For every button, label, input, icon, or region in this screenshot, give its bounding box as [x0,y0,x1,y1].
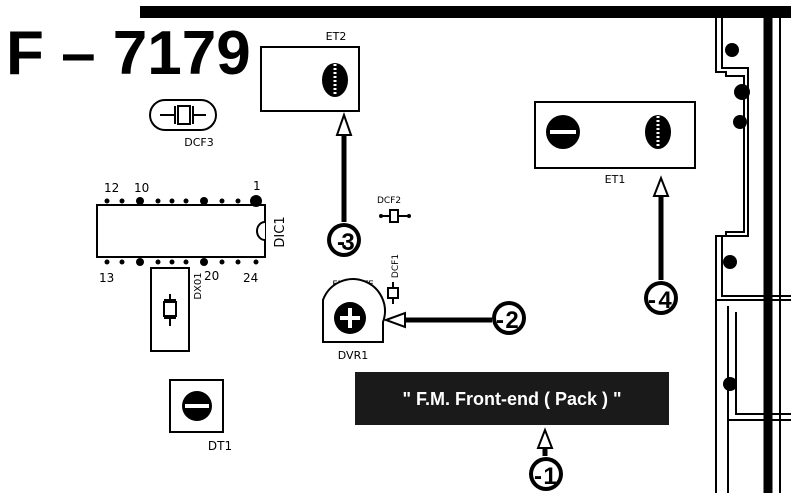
fm-front-end-banner: " F.M. Front-end ( Pack ) " [355,372,669,425]
pin-1-label: 1 [253,179,261,193]
pin-20-label: 20 [204,269,219,283]
step-4-pointer: - 4 [644,175,678,315]
dcf2-label: DCF2 [377,196,401,206]
et1-label: ET1 [605,173,626,186]
top-border [140,6,791,18]
step-2-label: 2 [505,307,518,334]
dcf1-label: DCF1 [391,254,401,278]
board-mount-holes [723,43,750,391]
pin-12-label: 12 [104,181,119,195]
dcf3-label: DCF3 [184,136,213,149]
step-3-pointer: - 3 [327,111,361,257]
model-title: F – 7179 [6,19,251,88]
et2-trimmer: ET2 [260,30,360,112]
dx01-label: DX01 [193,272,204,299]
step-1-pointer: - 1 [529,427,563,491]
et2-label: ET2 [326,30,347,43]
dic1-ic: 12 10 1 13 20 24 DIC1 [96,179,288,285]
step-4-dash: - [648,287,656,314]
dcf3-filter: DCF3 [149,99,217,149]
step-1-label: 1 [543,463,556,490]
dvr1-label: DVR1 [338,349,368,362]
step-2-dash: - [496,307,504,334]
board-edge-right [715,18,791,493]
dx01-crystal: DX01 [150,267,204,352]
dt1-label: DT1 [208,439,232,453]
step-3-label: 3 [341,229,354,256]
pin-13-label: 13 [99,271,114,285]
dcf2-filter: DCF2 [377,196,411,223]
et1-trimmer: ET1 [534,101,696,186]
dcf1-filter: DCF1 [387,254,401,304]
step-4-label: 4 [658,287,672,314]
dvr1-volume: FM MUTE DVR1 [322,278,386,362]
dt1-trimmer: DT1 [169,379,232,453]
dic1-label: DIC1 [273,216,288,247]
pin-10-label: 10 [134,181,149,195]
step-3-number: - [337,229,345,256]
pin-24-label: 24 [243,271,258,285]
banner-text: " F.M. Front-end ( Pack ) " [402,389,621,409]
step-1-dash: - [534,463,542,490]
step-2-pointer: - 2 [383,301,526,335]
